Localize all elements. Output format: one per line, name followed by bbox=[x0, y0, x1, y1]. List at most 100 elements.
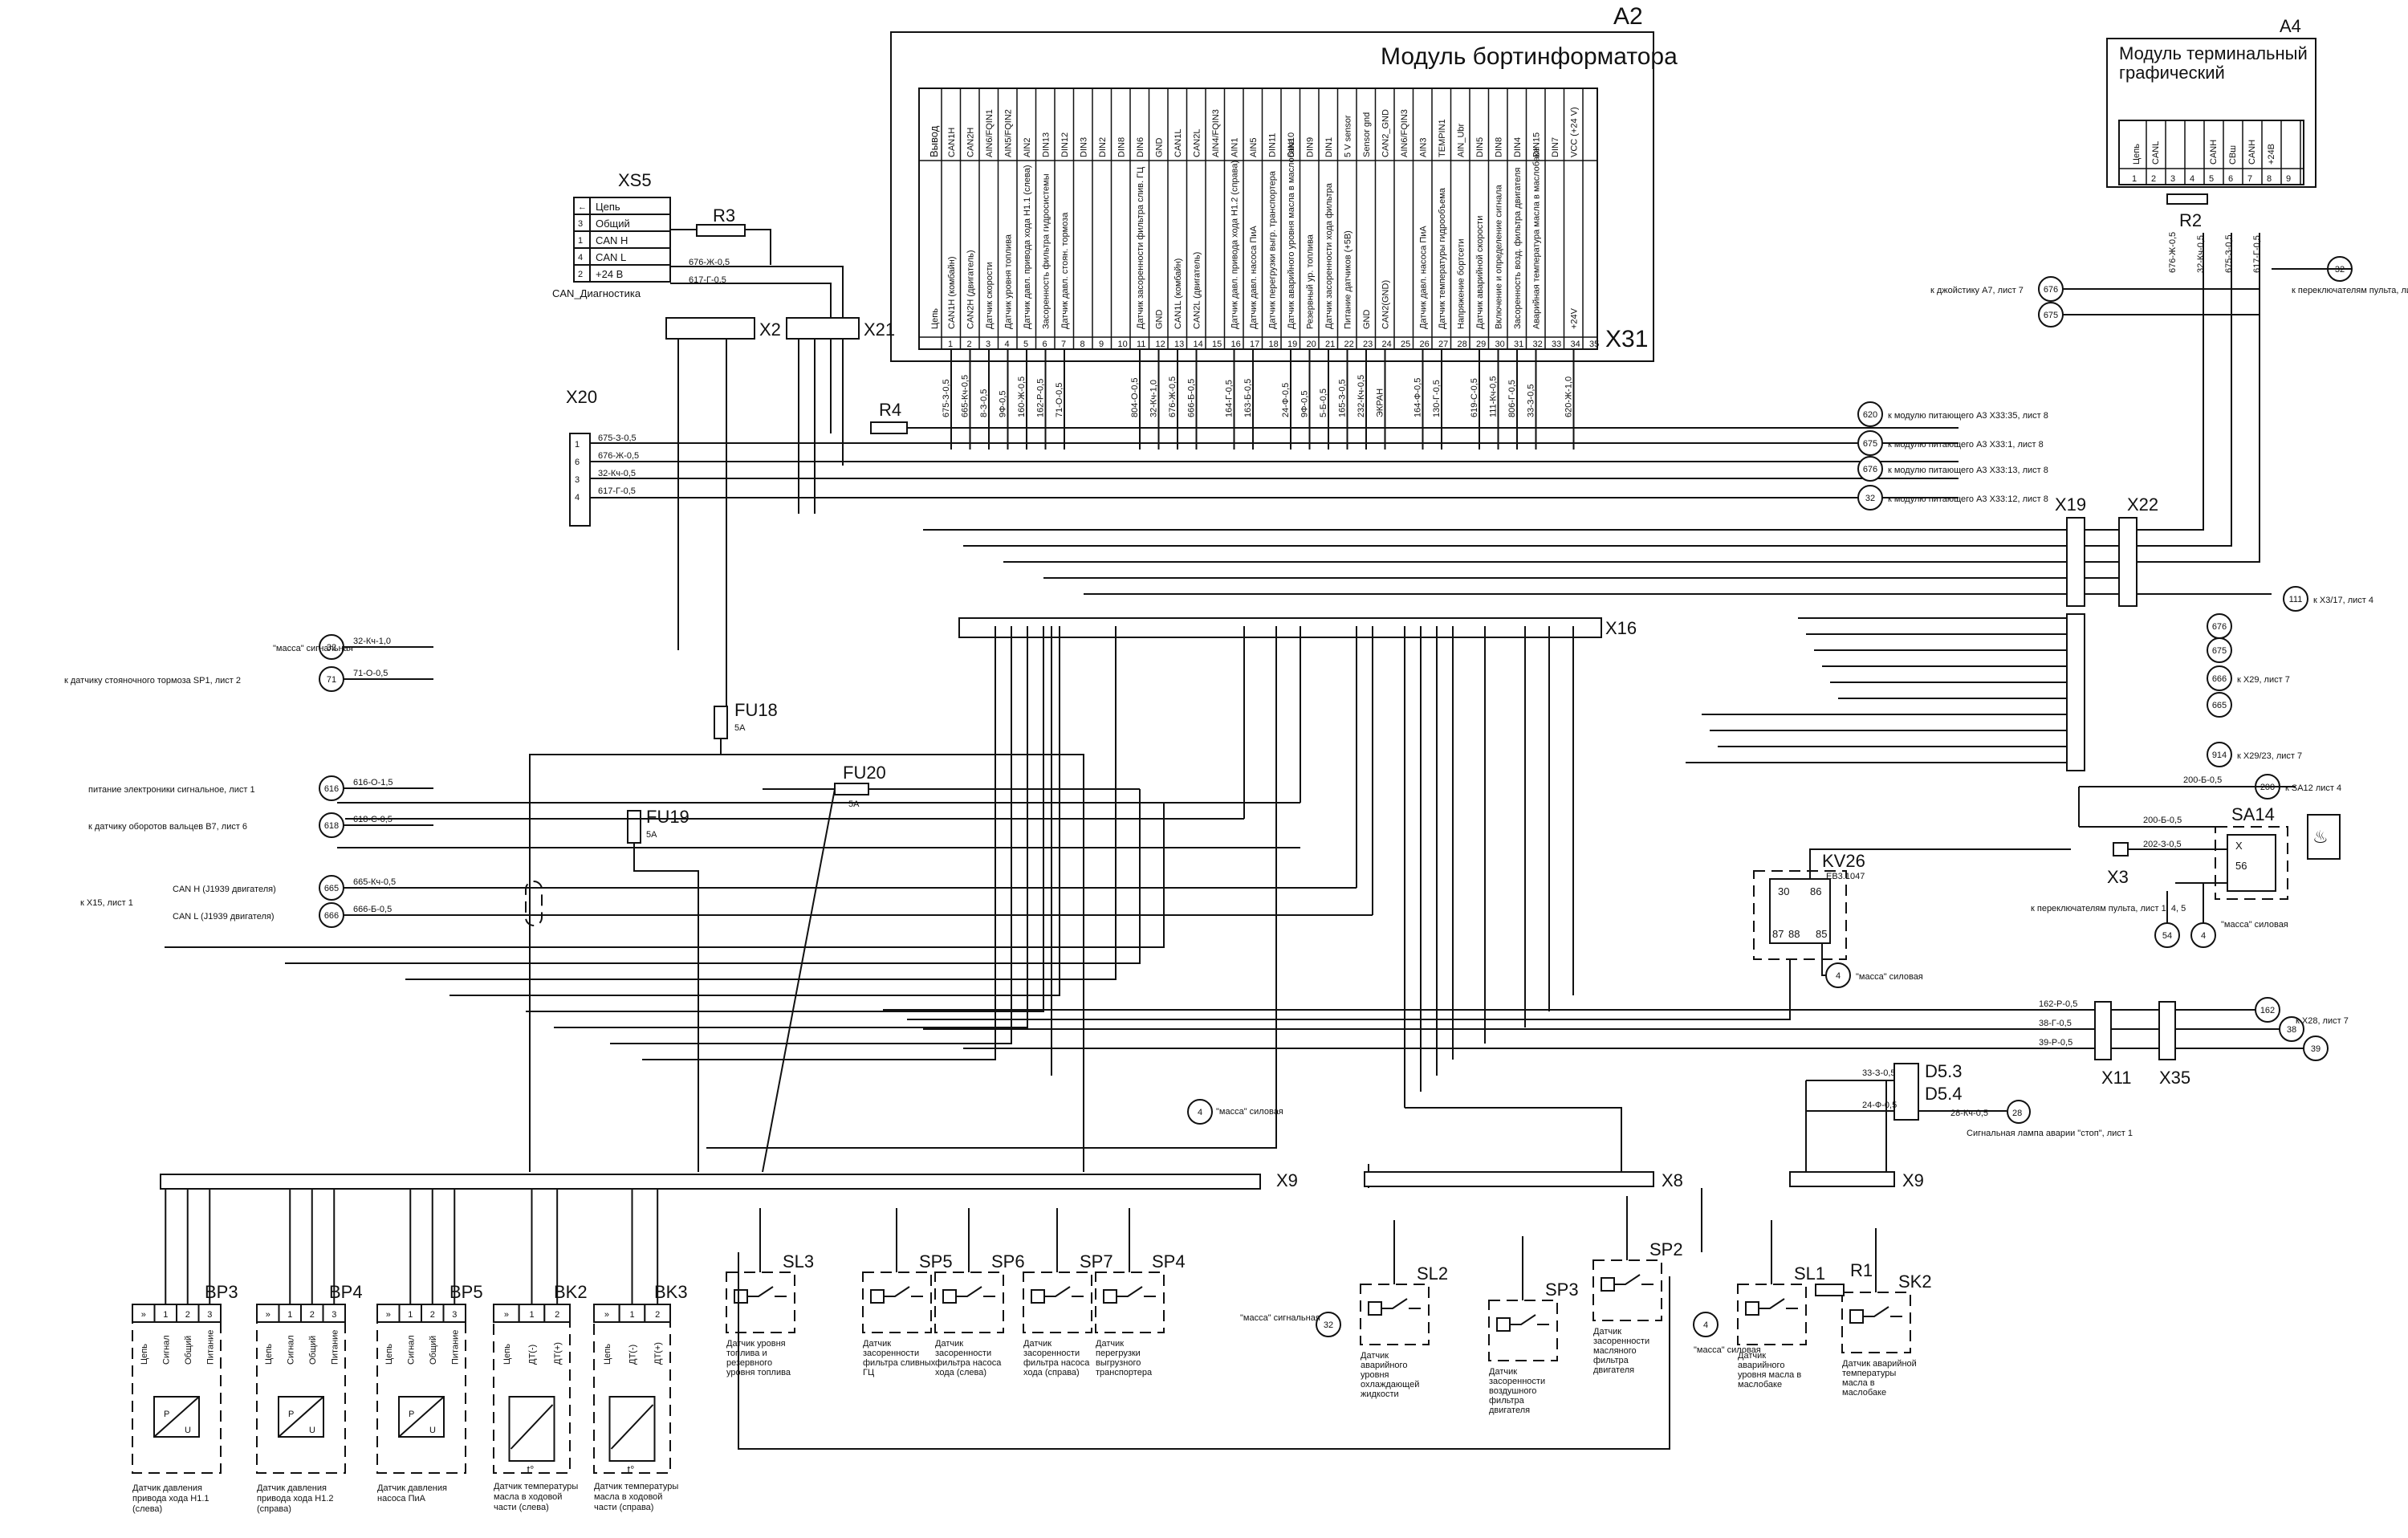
a2-pin-number: 9 bbox=[1099, 340, 1104, 349]
left-ref-wire: 666-Б-0,5 bbox=[353, 905, 392, 914]
a2-pin-signal: DIN13 bbox=[1042, 132, 1051, 157]
a2-pin-signal: DIN4 bbox=[1513, 137, 1523, 157]
temp-symbol: t° bbox=[527, 1463, 535, 1475]
switch-caption: выгрузного bbox=[1096, 1358, 1141, 1368]
x22-label: X22 bbox=[2127, 494, 2158, 515]
a2-pin-wire: 620-Ж-1,0 bbox=[1564, 376, 1574, 417]
a2-pin-number: 11 bbox=[1137, 340, 1145, 349]
switch-ref: SP2 bbox=[1649, 1239, 1683, 1259]
a4-wire: 676-Ж-0,5 bbox=[2168, 232, 2178, 273]
a4-pin-number: 8 bbox=[2267, 174, 2272, 184]
bus-wires bbox=[590, 427, 2067, 763]
right-ref-number: 666 bbox=[2212, 674, 2227, 684]
a2-pin-number: 3 bbox=[986, 340, 990, 349]
right-ref-number: 675 bbox=[2212, 646, 2227, 656]
sensor-p-mark: P bbox=[164, 1410, 169, 1419]
x20-pin: 3 bbox=[575, 475, 580, 485]
a2-pin-number: 2 bbox=[967, 340, 972, 349]
a2-pin-wire: 804-О-0,5 bbox=[1130, 377, 1140, 417]
a2-pin-number: 34 bbox=[1571, 340, 1580, 349]
switch-caption: воздушного bbox=[1489, 1386, 1536, 1396]
right-ref-circle bbox=[2207, 637, 2232, 663]
x11-label: X11 bbox=[2101, 1068, 2132, 1088]
kv26-pin-87: 87 bbox=[1772, 928, 1784, 940]
sensor-pin-label: Сигнал bbox=[161, 1335, 171, 1365]
sensor-caption: Датчик температуры bbox=[494, 1482, 578, 1491]
a2-pin-number: 5 bbox=[1023, 340, 1028, 349]
a2-pin-number: 1 bbox=[948, 340, 953, 349]
a2-pin-number: 29 bbox=[1476, 340, 1486, 349]
left-ref-wire: 665-Кч-0,5 bbox=[353, 877, 396, 887]
kv26-pin-85: 85 bbox=[1816, 928, 1827, 940]
x31-label: X31 bbox=[1605, 326, 1648, 352]
a2-pin-signal: AIN_Ubr bbox=[1457, 123, 1466, 157]
sa14-ref-text: "масса" силовая bbox=[2221, 920, 2288, 930]
sensor-pin-num: 2 bbox=[185, 1310, 190, 1320]
a2-pin-desc: Включение и определение сигнала bbox=[1495, 184, 1504, 329]
x11-ref-circle bbox=[2279, 1016, 2304, 1042]
sensor-pin-num: » bbox=[266, 1310, 270, 1320]
a4-ref-text: к переключателям пульта, лист 8 bbox=[2292, 286, 2408, 295]
right-ref-text: к модулю питающего А3 X33:13, лист 8 bbox=[1888, 466, 2048, 475]
a2-pin-number: 31 bbox=[1514, 340, 1523, 349]
x20-wire: 32-Кч-0,5 bbox=[598, 469, 636, 478]
mass-pow-number: 4 bbox=[1703, 1320, 1708, 1330]
right-ref-circle bbox=[1857, 430, 1883, 456]
switch-caption: фильтра bbox=[1593, 1356, 1629, 1365]
a2-pin-wire: 232-Кч-0,5 bbox=[1357, 375, 1366, 417]
temp-symbol: t° bbox=[628, 1463, 635, 1475]
a2-pin-signal: AIN5 bbox=[1249, 138, 1259, 157]
sensor-pin-num: 1 bbox=[163, 1310, 168, 1320]
a2-pin-desc: CAN2L (двигатель) bbox=[1193, 252, 1202, 329]
a2-pin-wire: 162-Р-0,5 bbox=[1036, 379, 1046, 417]
sa14-wire-2: 202-З-0,5 bbox=[2143, 840, 2182, 849]
sa14-ref-text: к переключателям пульта, лист 1, 4, 5 bbox=[2031, 904, 2186, 913]
switch-caption: охлаждающей bbox=[1361, 1380, 1419, 1389]
a2-pin-desc: CAN2(GND) bbox=[1381, 280, 1391, 329]
switch-caption: Датчик bbox=[863, 1339, 891, 1349]
a2-pin-signal: CAN1H bbox=[947, 128, 957, 157]
a2-pin-wire: 666-Б-0,5 bbox=[1187, 379, 1197, 417]
sensor-pin-num: 3 bbox=[207, 1310, 212, 1320]
a2-pin-wire: 675-З-0,5 bbox=[942, 379, 951, 417]
right-ref-circle bbox=[2207, 665, 2232, 691]
a2-pin-desc: Датчик засоренности хода фильтра bbox=[1324, 182, 1334, 329]
d5-wire-1: 33-З-0,5 bbox=[1862, 1068, 1896, 1078]
sensor-caption: (слева) bbox=[132, 1504, 162, 1514]
a2-pin-number: 21 bbox=[1325, 340, 1335, 349]
left-ref-text: к датчику стояночного тормоза SP1, лист … bbox=[64, 676, 241, 686]
xs5-row-label: +24 В bbox=[596, 268, 623, 280]
a2-pin-desc: Датчик температуры гидрообъема bbox=[1438, 187, 1447, 329]
a2-pin-desc: Резервный ур. топлива bbox=[1306, 234, 1316, 329]
x8-label: X8 bbox=[1662, 1170, 1683, 1190]
sa14-label: SA14 bbox=[2231, 804, 2275, 824]
fuse-fu19: FU19 5А bbox=[627, 807, 689, 844]
a2-pin-desc: Датчик перегрузки выгр. транспортера bbox=[1268, 170, 1278, 329]
a4-pin-signal: CANH bbox=[2209, 140, 2219, 165]
switch-caption: уровня масла в bbox=[1738, 1370, 1801, 1380]
switch-ref: SL1 bbox=[1794, 1263, 1825, 1284]
right-ref-number: 665 bbox=[2212, 701, 2227, 710]
sa14-wire-1: 200-Б-0,5 bbox=[2143, 816, 2182, 825]
x20-wire: 675-З-0,5 bbox=[598, 433, 637, 443]
fu20-rating: 5А bbox=[848, 800, 860, 809]
a2-pin-wire: 71-О-0,5 bbox=[1055, 383, 1064, 417]
sensor-pin-num: 1 bbox=[630, 1310, 635, 1320]
right-ref-number: 675 bbox=[1863, 439, 1877, 449]
a2-ref: A2 bbox=[1613, 3, 1643, 30]
sensor-pin-num: 1 bbox=[530, 1310, 535, 1320]
fu18-label: FU18 bbox=[734, 700, 778, 720]
switch-caption: транспортера bbox=[1096, 1368, 1153, 1377]
sensor-pin-label: Питание bbox=[205, 1330, 215, 1365]
sensor-pin-num: 3 bbox=[452, 1310, 457, 1320]
a2-pin-desc: Датчик засоренности фильтра слив. ГЦ bbox=[1136, 167, 1145, 329]
x15-ref: к X15, лист 1 bbox=[80, 898, 133, 908]
sa14-icon: ♨ bbox=[2312, 827, 2329, 847]
sensor-ref: BK2 bbox=[554, 1282, 588, 1302]
sensor-pin-num: » bbox=[604, 1310, 609, 1320]
switch-ref: SK2 bbox=[1898, 1271, 1932, 1292]
a2-pin-wire: 165-З-0,5 bbox=[1338, 379, 1348, 417]
